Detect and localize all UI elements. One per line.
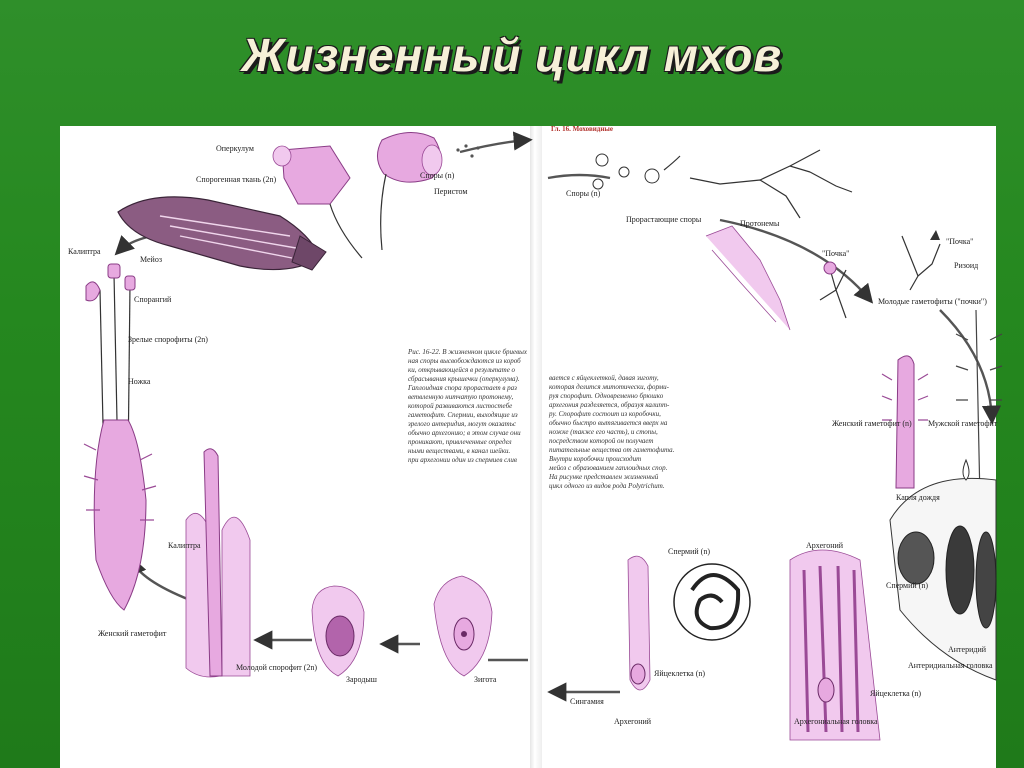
label-calyptra-lower: Калиптра <box>168 541 201 550</box>
label-calyptra: Калиптра <box>68 247 101 256</box>
caption-left-line: ветвленную нитчатую протонему, <box>408 393 513 401</box>
caption-left-line: ки, открывающейся в результате о <box>408 366 516 374</box>
label-operculum: Оперкулум <box>216 144 254 153</box>
young-gametophytes <box>901 230 941 291</box>
label-archegonium-bottom: Архегоний <box>614 717 652 726</box>
label-spores-top: Споры (n) <box>420 171 455 180</box>
sperm-cell-enlarged <box>673 563 751 641</box>
antheridial-head <box>889 477 997 681</box>
label-sperm-top: Спермий (n) <box>668 547 710 556</box>
caption-right-line: вается с яйцеклеткой, давая зиготу, <box>549 374 659 382</box>
caption-right-line: мейоз с образованием гаплоидных спор. <box>548 464 668 472</box>
capsule-section-sporogenous-tissue <box>117 196 327 271</box>
caption-left-line: зрелого антеридия, могут оказатьс <box>407 420 517 428</box>
caption-right: вается с яйцеклеткой, давая зиготу, кото… <box>548 374 675 490</box>
embryo-cell <box>311 585 365 677</box>
label-zygote: Зигота <box>474 675 497 684</box>
label-peristome: Перистом <box>434 187 467 196</box>
label-meiosis: Мейоз <box>140 255 162 264</box>
label-germinating-spores: Прорастающие споры <box>626 215 702 224</box>
label-raindrop: Капля дождя <box>896 493 940 502</box>
caption-left-line: Гаплоидная спора прорастает в раз <box>407 384 517 392</box>
young-sporophyte-calyptra <box>185 448 251 678</box>
cycle-arrow-right-upper <box>719 218 874 304</box>
caption-left-line: ными веществами, в канал шейки. <box>408 447 510 455</box>
zygote-cell <box>433 575 493 677</box>
cycle-arrow-left-side <box>128 555 191 602</box>
label-antheridial-head: Антеридиальная головка <box>908 661 993 670</box>
female-gametophyte-right <box>881 355 929 489</box>
caption-left-line: проникают, привлеченные определ <box>408 438 512 446</box>
bud-center <box>819 261 847 319</box>
caption-right-line: архегония разделяется, образуя калипт- <box>549 401 670 409</box>
caption-left-line: которой развиваются листостебе <box>408 402 512 410</box>
released-spores-top <box>456 144 480 158</box>
label-syngamy: Сингамия <box>570 697 604 706</box>
spores-right <box>592 153 630 190</box>
caption-right-line: ножке (также его часть), и стопы, <box>549 428 658 436</box>
caption-right-line: ру. Спорофит состоит из коробочки, <box>548 410 661 418</box>
label-male-gametophyte: Мужской гаметофит <box>928 419 998 428</box>
label-bud-center: "Почка" <box>822 249 849 258</box>
capsule-with-peristome <box>377 132 443 251</box>
caption-left-line: гаметофит. Спермии, выходящие из <box>408 411 518 419</box>
caption-right-line: Внутри коробочки происходит <box>549 455 641 463</box>
label-egg-center: Яйцеклетка (n) <box>654 669 705 678</box>
mature-sporophytes-plant <box>83 263 157 611</box>
caption-right-line: питательные вещества от гаметофита. <box>549 446 675 454</box>
slide-title: Жизненный цикл мхов <box>241 29 783 81</box>
label-antheridium: Антеридий <box>948 645 987 654</box>
label-protonema: Протонемы <box>740 219 780 228</box>
raindrop <box>962 458 970 481</box>
label-spores-right: Споры (n) <box>566 189 601 198</box>
label-young-sporophyte: Молодой спорофит (2n) <box>236 663 317 672</box>
archegonium-fertilization <box>627 555 651 691</box>
caption-right-line: цикл одного из видов рода Polytrichum. <box>549 482 665 490</box>
caption-right-line: На рисунке представлен жизненный <box>548 473 659 481</box>
cycle-arrow-top-left <box>459 131 533 154</box>
label-archegonium-top: Архегоний <box>806 541 844 550</box>
caption-left-line: Рис. 16-22. В жизненном цикле бриевых <box>407 348 528 356</box>
caption-right-line: которая делится митотически, форми- <box>549 383 670 391</box>
book-gutter <box>530 126 542 768</box>
label-sporangium: Спорангий <box>134 295 172 304</box>
label-mature-sporophytes: Зрелые спорофиты (2n) <box>128 335 208 344</box>
label-egg-right: Яйцеклетка (n) <box>870 689 921 698</box>
male-gametophyte <box>955 309 1003 501</box>
label-rhizoid: Ризоид <box>954 261 978 270</box>
germinating-spores <box>644 155 681 184</box>
figure-header: Гл. 16. Моховидные <box>551 125 613 133</box>
label-stalk: Ножка <box>128 377 151 386</box>
label-sperm-right: Спермий (n) <box>886 581 928 590</box>
caption-right-line: обычно быстро вытягивается вверх на <box>549 419 668 427</box>
caption-left-line: при архегонии один из спермиев слив <box>408 456 517 464</box>
archegonial-head <box>789 549 881 741</box>
label-bud-right: "Почка" <box>946 237 973 246</box>
label-young-gametophytes: Молодые гаметофиты ("почки") <box>878 297 987 306</box>
cycle-arrow-right-side <box>939 309 1002 425</box>
caption-left-line: обычно архегонию; в этом случае они <box>408 429 521 437</box>
caption-right-line: посредством которой он получает <box>549 437 653 445</box>
label-female-gametophyte-left: Женский гаметофит <box>98 629 167 638</box>
protonema <box>689 149 853 331</box>
label-female-gametophyte-right: Женский гаметофит (n) <box>832 419 912 428</box>
cycle-arrow-top-right <box>547 173 611 180</box>
caption-left-line: ная споры высвобождаются из короб <box>408 357 521 365</box>
caption-left: Рис. 16-22. В жизненном цикле бриевых на… <box>407 348 528 464</box>
capsule-with-operculum <box>272 145 363 259</box>
caption-left-line: сбрасывания крышечки (оперкулума). <box>408 375 520 383</box>
label-archegonial-head: Архегониальная головка <box>794 717 878 726</box>
label-embryo: Зародыш <box>346 675 378 684</box>
label-sporogenous-tissue: Спорогенная ткань (2n) <box>196 175 277 184</box>
caption-right-line: руя спорофит. Одновременно брюшко <box>548 392 664 400</box>
